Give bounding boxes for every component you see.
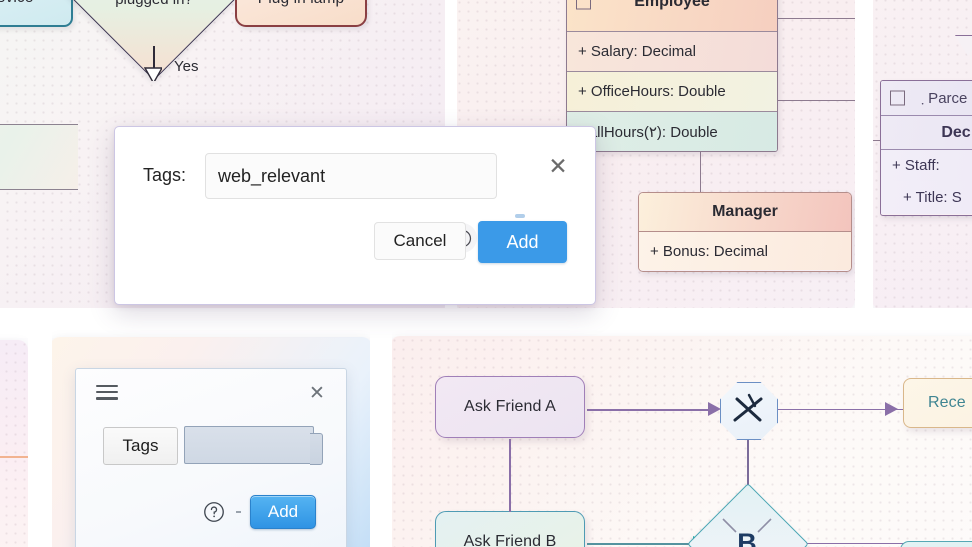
flow-edge-gate-to-receive (763, 409, 903, 411)
add-button[interactable]: Add (478, 221, 567, 263)
uml-class-manager[interactable]: Manager + Bonus: Decimal (638, 192, 852, 272)
uml-attribute-row[interactable]: CallHours(۲): Double (567, 111, 777, 151)
divider (0, 456, 28, 458)
flow-node-label: Ask Friend A (464, 398, 556, 415)
arrowhead-right-icon (708, 402, 721, 416)
flow-node-receive[interactable]: Rece (903, 378, 972, 428)
hamburger-bar (96, 385, 118, 388)
separator-dash (236, 511, 241, 513)
tags-dialog-body: Tags: web_relevant ✕ Cancel Add (115, 127, 595, 304)
hamburger-bar (96, 397, 118, 400)
uml-class-header: ܂ Parce (881, 81, 972, 115)
scissors-cut-icon (733, 393, 763, 422)
flow-edge-diamond-right (790, 543, 972, 545)
uml-connector (776, 18, 862, 20)
flow-node-lamp-plugged-in-label: Lamp plugged in? (90, 0, 218, 54)
uml-class-title: Manager (712, 203, 778, 220)
flow-edge-label-yes: Yes (174, 58, 199, 75)
flow-edge-b-to-gate (587, 543, 697, 545)
flow-node-partial-bottom[interactable] (900, 541, 972, 547)
flow-node-label: Plug in device (0, 0, 33, 7)
close-icon[interactable]: ✕ (548, 152, 568, 179)
checkbox-icon[interactable] (890, 90, 905, 106)
flow-node-ask-friend-a[interactable]: Ask Friend A (435, 376, 585, 438)
uml-class-subtitle: Dec (881, 115, 972, 149)
help-circle-icon[interactable] (203, 501, 225, 523)
uml-attribute-row[interactable]: + Staff: (881, 149, 972, 181)
tags-button[interactable]: Tags (103, 427, 178, 465)
flow-node-label: Rece (928, 394, 966, 411)
tags-input[interactable]: web_relevant (205, 153, 497, 199)
canvas-panel-left-bottom (0, 340, 28, 547)
flow-edge-diamond-to-gate (747, 436, 749, 486)
uml-attribute-row[interactable]: + Title: S (881, 181, 972, 214)
uml-connector-generalization (700, 150, 702, 192)
hamburger-icon[interactable] (96, 385, 118, 400)
uml-class-parcel[interactable]: ܂ Parce Dec + Staff: + Title: S (880, 80, 972, 216)
flow-node-label: Ask Friend B (463, 533, 557, 547)
cross-lines-icon (722, 518, 772, 533)
uml-class-title: ܂ Parce (921, 89, 968, 107)
uml-class-header: Manager (639, 193, 851, 231)
uml-attribute-row[interactable]: + OfficeHours: Double (567, 71, 777, 111)
canvas-gutter (370, 330, 392, 547)
canvas-gutter (0, 308, 972, 338)
add-button[interactable]: Add (250, 495, 316, 529)
focus-indicator (515, 214, 525, 218)
uml-class-header: Employee (567, 0, 777, 31)
cancel-button[interactable]: Cancel (374, 222, 466, 260)
list-item-replace-process[interactable]: eplace Process (0, 124, 78, 190)
canvas-gutter (28, 330, 52, 547)
flow-node-label: Plug in lamp (258, 0, 345, 8)
close-icon[interactable]: ✕ (309, 382, 325, 404)
arrowhead-right-icon (885, 402, 898, 416)
canvas-gutter (855, 0, 873, 310)
flow-edge-decision-yes (153, 46, 155, 81)
tags-input-value: web_relevant (218, 165, 326, 186)
uml-generalization-arrow-icon (955, 36, 972, 56)
canvas-panel-flowchart-bottom: Ask Friend A Ask Friend B B (390, 336, 972, 547)
uml-connector (862, 140, 884, 142)
canvas-dot-grid (0, 340, 28, 547)
flow-edge-a-to-b (509, 439, 511, 512)
checkbox-icon[interactable] (576, 0, 591, 10)
uml-attribute-row[interactable]: + Bonus: Decimal (639, 231, 851, 270)
tags-dialog-legacy: ✕ Tags Add (75, 368, 347, 547)
arrowhead-down-icon (144, 67, 162, 81)
uml-connector (776, 100, 862, 102)
tags-field-label: Tags: (143, 165, 187, 185)
help-circle-glyph (204, 502, 224, 522)
flow-node-gate-b-label: B (737, 527, 757, 547)
uml-class-employee[interactable]: Employee + Salary: Decimal + OfficeHours… (566, 0, 778, 152)
flow-edge-a-to-gate (587, 409, 712, 411)
flow-node-label-line2: plugged in? (115, 0, 193, 9)
uml-class-title: Employee (634, 0, 710, 10)
tags-dialog: Tags: web_relevant ✕ Cancel Add (114, 126, 596, 305)
flow-node-plug-in-lamp[interactable]: Plug in lamp (235, 0, 367, 27)
tags-input[interactable] (184, 426, 323, 465)
hamburger-bar (96, 391, 118, 394)
flow-node-plug-in-device[interactable]: Plug in device (0, 0, 73, 27)
flow-node-ask-friend-b[interactable]: Ask Friend B (435, 511, 585, 547)
uml-attribute-row[interactable]: + Salary: Decimal (567, 31, 777, 71)
